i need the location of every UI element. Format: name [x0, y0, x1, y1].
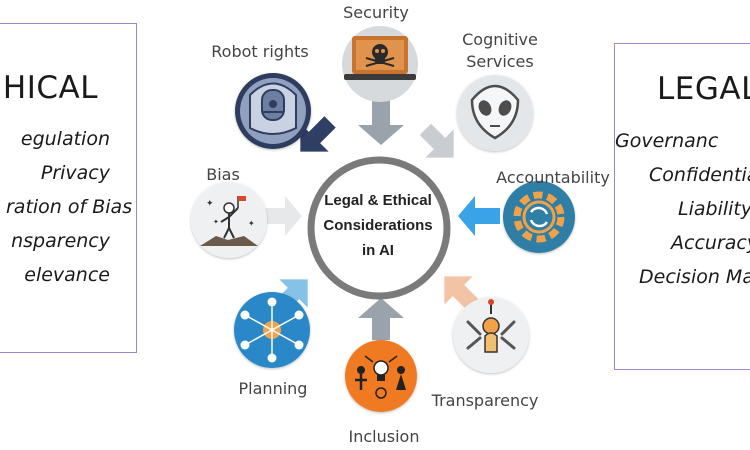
inclusion-icon [345, 340, 417, 412]
legal-item-confidentiality: Confidentia [649, 164, 750, 186]
arrow-robot-rights [300, 116, 336, 152]
cognitive-services-label: Cognitive Services [455, 29, 545, 73]
center-ring [307, 156, 451, 300]
transparency-label: Transparency [431, 391, 539, 410]
security-label: Security [343, 3, 409, 22]
ethical-panel-title: HICAL [2, 70, 98, 106]
planning-icon [234, 292, 310, 368]
legal-item-decision-making: Decision Ma [639, 266, 750, 288]
robot-rights-label: Robot rights [211, 42, 309, 61]
ethical-panel: HICAL egulation Privacy ration of Bias n… [0, 23, 137, 353]
inclusion-label: Inclusion [348, 427, 420, 446]
ethical-item-relevance: elevance [24, 264, 110, 286]
ethical-item-transparency: nsparency [11, 230, 110, 252]
center-title: Legal & Ethical Considerations in AI [308, 188, 448, 263]
legal-list: Governanc Confidentia Liability Accuracy… [615, 124, 750, 294]
legal-panel: LEGAL Governanc Confidentia Liability Ac… [614, 43, 750, 370]
transparency-icon [453, 297, 529, 373]
center-title-line1: Legal & Ethical [324, 192, 432, 209]
robot-rights-icon [235, 73, 311, 149]
bias-label: Bias [206, 165, 240, 184]
svg-text:✦: ✦ [213, 218, 219, 226]
center-title-line3: in AI [362, 242, 394, 259]
legal-panel-title: LEGAL [657, 71, 750, 107]
svg-text:✦: ✦ [248, 219, 255, 228]
cognitive-services-icon [457, 75, 533, 151]
arrow-accountability [458, 196, 500, 236]
planning-label: Planning [238, 379, 308, 398]
accountability-label: Accountability [496, 168, 610, 187]
bias-icon: ✦ ✦ ✦ [191, 182, 267, 258]
ethical-item-bias: ration of Bias [6, 196, 133, 218]
arrow-cognitive [419, 123, 454, 158]
arrow-bias [265, 196, 302, 236]
legal-item-accuracy: Accuracy [671, 232, 750, 254]
arrow-security [358, 100, 404, 145]
svg-text:✦: ✦ [206, 199, 214, 209]
ethical-list: egulation Privacy ration of Bias nsparen… [6, 122, 136, 292]
legal-item-liability: Liability [678, 198, 750, 220]
arrow-transparency [444, 276, 479, 311]
legal-item-governance: Governanc [615, 130, 719, 152]
ethical-item-regulation: egulation [20, 128, 110, 150]
ethical-item-privacy: Privacy [40, 162, 110, 184]
center-title-line2: Considerations [323, 217, 433, 234]
cognitive-label-line2: Services [466, 52, 534, 71]
arrow-inclusion [358, 298, 404, 340]
cognitive-label-line1: Cognitive [462, 30, 538, 49]
security-icon [342, 26, 418, 102]
accountability-icon [503, 181, 575, 253]
